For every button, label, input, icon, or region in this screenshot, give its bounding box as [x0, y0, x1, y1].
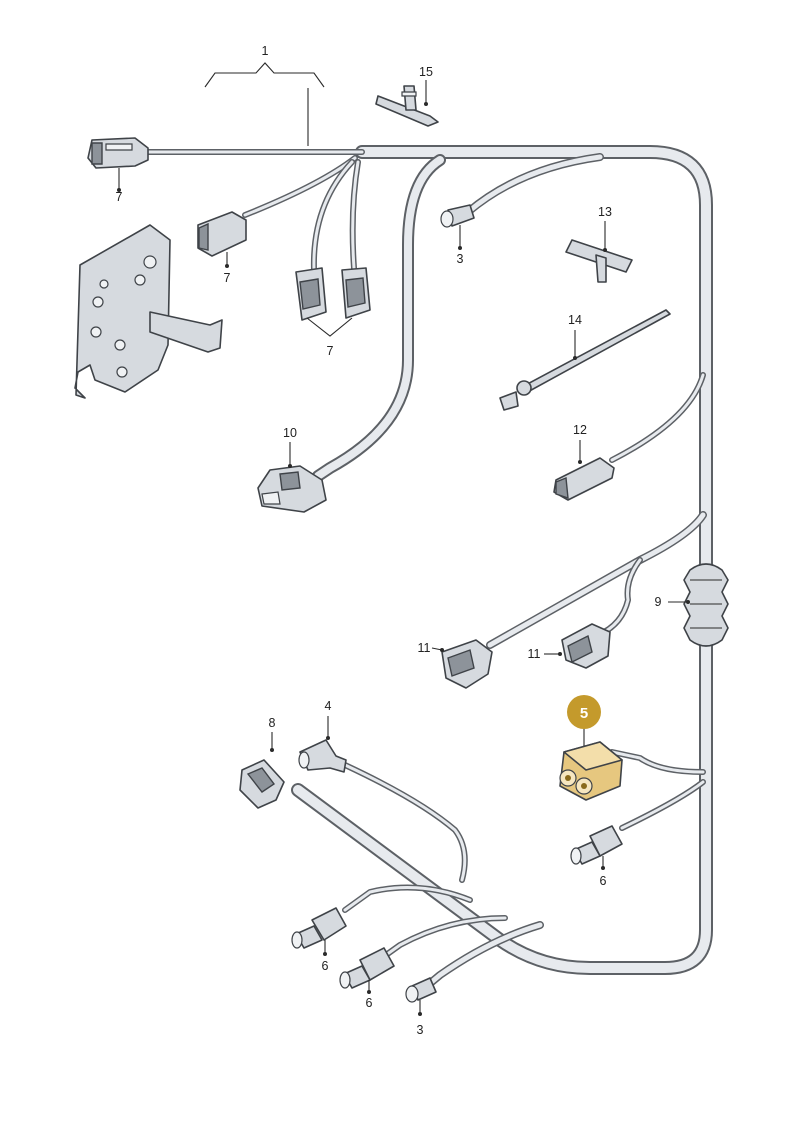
callout-4: 4	[325, 699, 332, 713]
callout-10: 10	[283, 426, 297, 440]
connector-11-left	[441, 639, 493, 689]
callout-9: 9	[655, 595, 662, 609]
connector-4	[298, 739, 347, 773]
highlight-badge-5[interactable]: 5	[567, 695, 601, 729]
plug-3-top	[440, 204, 475, 228]
callout-15: 15	[419, 65, 433, 79]
callout-6-right: 6	[600, 874, 607, 888]
callout-5: 5	[580, 705, 588, 722]
callout-14: 14	[568, 313, 582, 327]
callout-7-middle: 7	[224, 271, 231, 285]
connector-11-right	[561, 623, 611, 669]
badge-circle	[567, 695, 601, 729]
callout-3-bottom: 3	[417, 1023, 424, 1037]
sleeve-9	[683, 563, 729, 647]
callout-6-left-b: 6	[366, 996, 373, 1010]
connector-6-left-b	[339, 947, 395, 989]
callout-11-left: 11	[418, 641, 431, 655]
cable-tie-14	[499, 309, 671, 411]
connector-7-middle	[197, 211, 247, 257]
callout-3-top: 3	[457, 252, 464, 266]
plug-3-bottom	[405, 977, 437, 1003]
callout-13: 13	[598, 205, 612, 219]
clip-15	[375, 85, 439, 127]
callout-11-right: 11	[528, 647, 541, 661]
callout-12: 12	[573, 423, 587, 437]
callout-7-top: 7	[116, 190, 123, 204]
connector-6-left-a	[291, 907, 347, 949]
connector-7-pair	[295, 267, 371, 321]
callout-lines	[117, 62, 690, 1016]
connector-7-top	[87, 137, 149, 169]
callout-8: 8	[269, 716, 276, 730]
connector-12	[553, 457, 615, 501]
connector-5-highlighted	[559, 741, 623, 801]
connector-10	[257, 465, 327, 513]
connector-8	[239, 759, 285, 809]
harness-cables	[142, 145, 713, 989]
callout-7-pair: 7	[327, 344, 334, 358]
callout-1: 1	[262, 44, 269, 58]
mounting-bracket	[74, 224, 223, 399]
clip-13	[565, 239, 633, 283]
connector-6-right	[570, 825, 623, 865]
callout-labels: 1 15 7 7 7 3 13 14 12 10 9 11 11 8 4 6 6…	[116, 44, 662, 1037]
callout-6-left-a: 6	[322, 959, 329, 973]
